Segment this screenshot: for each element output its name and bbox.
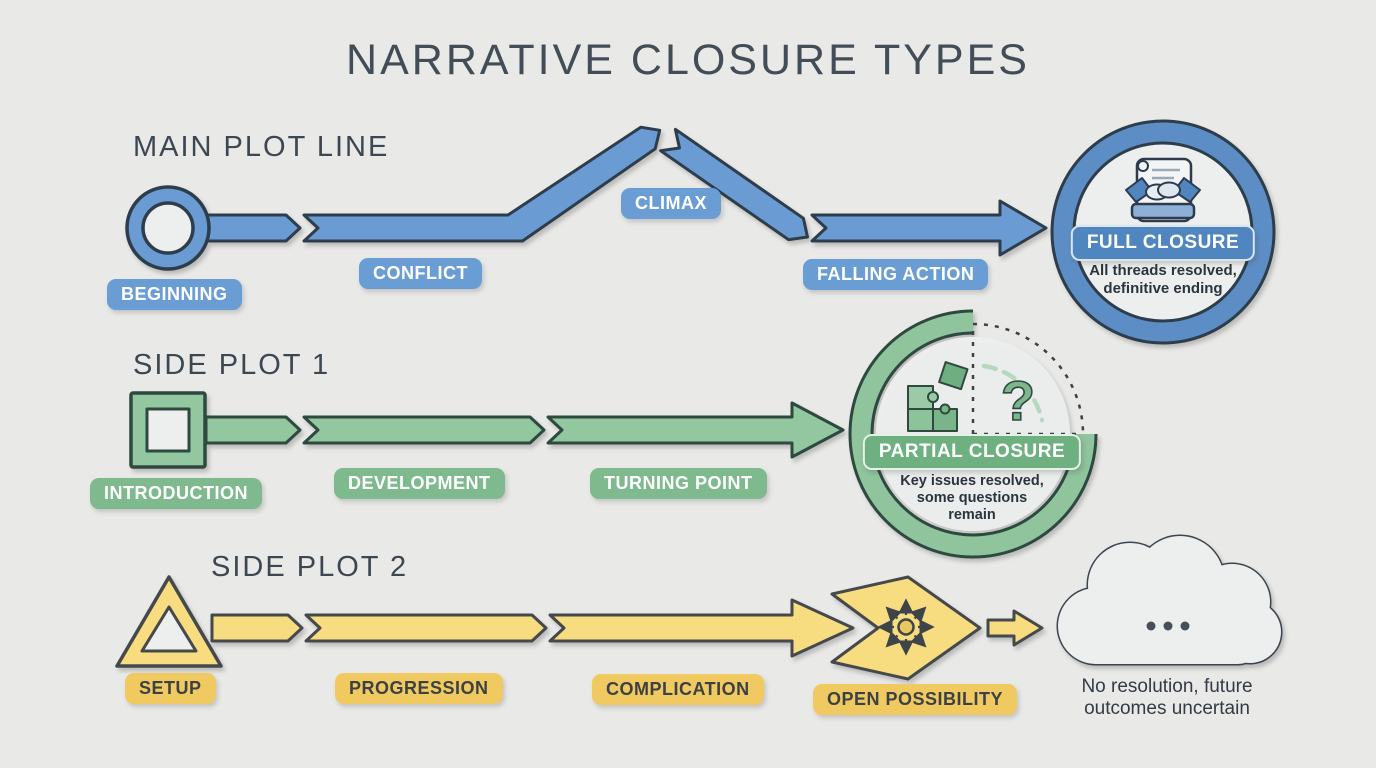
main-segment-1 xyxy=(203,213,302,243)
beginning-node-hole xyxy=(141,201,195,255)
open-ending-description: No resolution, future outcomes uncertain xyxy=(1081,676,1253,720)
partial-closure-label: PARTIAL CLOSURE xyxy=(862,434,1082,470)
stage-label-falling-action: FALLING ACTION xyxy=(803,259,989,290)
connector-arrow xyxy=(986,609,1044,647)
dashed-green-arc xyxy=(981,363,1045,423)
radiating-arrows-icon xyxy=(877,598,935,656)
setup-node-hole xyxy=(140,605,198,653)
side2-segment-1 xyxy=(210,613,304,643)
scroll-handshake-icon xyxy=(1125,157,1201,223)
main-arrowhead-segment xyxy=(810,199,1048,257)
stage-label-complication: COMPLICATION xyxy=(592,674,764,705)
partial-closure-description: Key issues resolved, some questions rema… xyxy=(900,473,1044,524)
stage-label-climax: CLIMAX xyxy=(621,188,721,219)
side1-segment-1 xyxy=(204,415,302,445)
side2-arrowhead-segment xyxy=(548,598,855,658)
full-closure-label: FULL CLOSURE xyxy=(1070,225,1256,261)
full-closure-description: All threads resolved, definitive ending xyxy=(1089,262,1237,297)
stage-label-development: DEVELOPMENT xyxy=(334,468,505,499)
stage-label-conflict: CONFLICT xyxy=(359,258,482,289)
puzzle-icon xyxy=(907,361,969,432)
stage-label-turning-point: TURNING POINT xyxy=(590,468,767,499)
stage-label-setup: SETUP xyxy=(125,673,216,704)
main-segment-fall xyxy=(659,127,809,242)
question-mark-icon: ? xyxy=(1000,368,1036,433)
side-plot2-heading: SIDE PLOT 2 xyxy=(211,551,409,583)
ellipsis-dots-icon xyxy=(1146,621,1190,631)
stage-label-introduction: INTRODUCTION xyxy=(90,478,262,509)
main-segment-rise xyxy=(302,125,662,243)
stage-label-open-possibility: OPEN POSSIBILITY xyxy=(813,684,1018,715)
cloud-shape xyxy=(1056,534,1283,666)
side1-arrowhead-segment xyxy=(546,401,845,459)
introduction-node-hole xyxy=(145,407,191,453)
stage-label-progression: PROGRESSION xyxy=(335,673,503,704)
side1-segment-2 xyxy=(302,415,546,445)
page-title: NARRATIVE CLOSURE TYPES xyxy=(346,36,1030,84)
stage-label-beginning: BEGINNING xyxy=(107,279,242,310)
side-plot1-line-shape xyxy=(129,391,845,469)
main-plot-line-shape xyxy=(125,125,1048,271)
side-plot1-heading: SIDE PLOT 1 xyxy=(133,349,331,381)
main-plot-heading: MAIN PLOT LINE xyxy=(133,131,390,163)
side2-segment-2 xyxy=(304,613,548,643)
